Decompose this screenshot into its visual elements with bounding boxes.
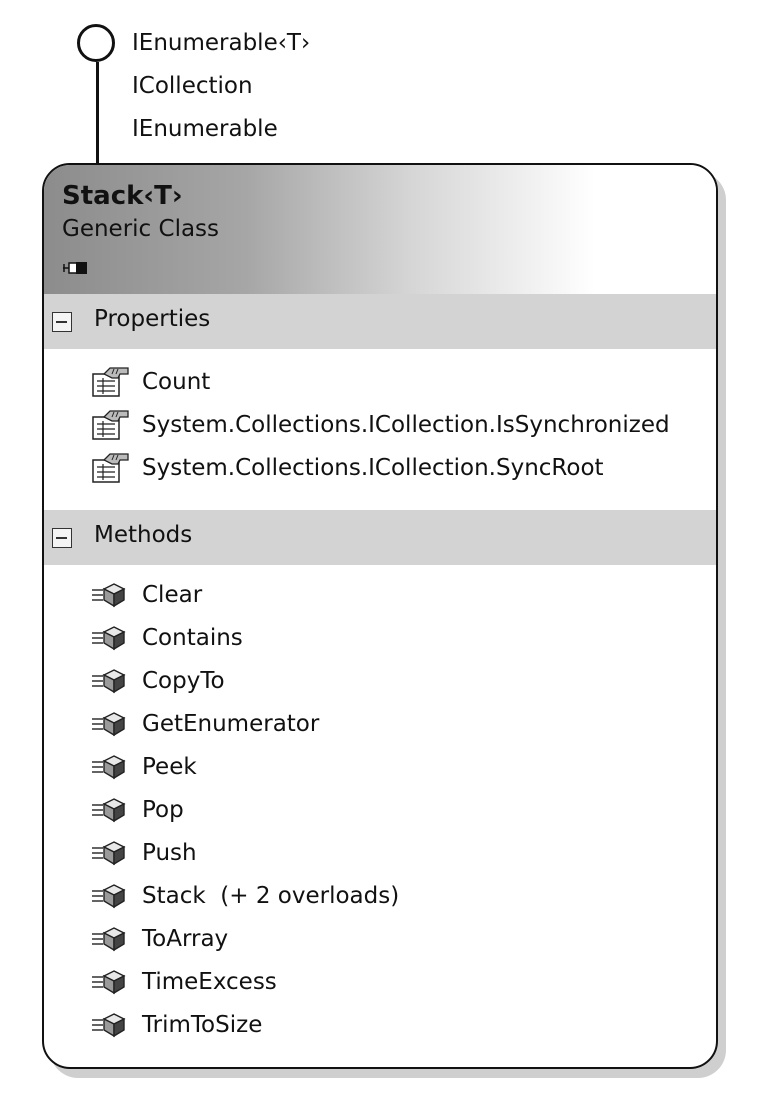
method-label: Clear	[142, 581, 203, 608]
interface-label: IEnumerable‹T›	[132, 30, 311, 56]
method-cube-icon	[92, 884, 126, 909]
method-cube-icon	[92, 970, 126, 995]
method-label: TrimToSize	[142, 1011, 263, 1038]
methods-section-header[interactable]: Methods	[44, 510, 716, 565]
class-kind: Generic Class	[62, 216, 220, 242]
method-label: TimeExcess	[142, 968, 277, 995]
method-label: Contains	[142, 624, 243, 651]
method-item[interactable]: TrimToSize	[90, 1007, 262, 1043]
method-item[interactable]: Contains	[90, 620, 243, 656]
properties-section-header[interactable]: Properties	[44, 294, 716, 349]
interface-connector-line	[96, 62, 99, 166]
class-name: Stack‹T›	[62, 181, 183, 211]
method-cube-icon	[92, 626, 126, 651]
method-label: Pop	[142, 796, 184, 823]
method-item[interactable]: Push	[90, 835, 197, 871]
method-label: Stack (+ 2 overloads)	[142, 882, 400, 909]
method-label: GetEnumerator	[142, 710, 320, 737]
method-cube-icon	[92, 927, 126, 952]
method-cube-icon	[92, 1013, 126, 1038]
method-cube-icon	[92, 583, 126, 608]
interface-label: IEnumerable	[132, 116, 278, 142]
property-label: System.Collections.ICollection.IsSynchro…	[142, 411, 670, 438]
interface-label: ICollection	[132, 73, 253, 99]
method-item[interactable]: CopyTo	[90, 663, 225, 699]
method-cube-icon	[92, 841, 126, 866]
method-label: ToArray	[142, 925, 229, 952]
method-item[interactable]: Pop	[90, 792, 184, 828]
method-label: Peek	[142, 753, 197, 780]
method-cube-icon	[92, 798, 126, 823]
property-label: System.Collections.ICollection.SyncRoot	[142, 454, 604, 481]
method-cube-icon	[92, 669, 126, 694]
interface-lollipop-icon	[77, 24, 115, 62]
method-item[interactable]: Peek	[90, 749, 197, 785]
property-item[interactable]: Count	[90, 364, 210, 400]
minus-box-icon[interactable]	[52, 312, 72, 332]
method-label: Push	[142, 839, 197, 866]
method-cube-icon	[92, 712, 126, 737]
class-header[interactable]: Stack‹T› Generic Class	[44, 165, 716, 294]
property-item[interactable]: System.Collections.ICollection.SyncRoot	[90, 450, 604, 486]
class-box[interactable]: Stack‹T› Generic Class Properties Count	[42, 163, 718, 1069]
method-item[interactable]: GetEnumerator	[90, 706, 319, 742]
collapse-class-icon[interactable]	[62, 261, 90, 275]
property-hand-icon	[92, 453, 129, 483]
method-item[interactable]: ToArray	[90, 921, 228, 957]
method-item[interactable]: TimeExcess	[90, 964, 277, 1000]
method-item[interactable]: Stack (+ 2 overloads)	[90, 878, 399, 914]
property-label: Count	[142, 368, 211, 395]
property-hand-icon	[92, 410, 129, 440]
method-item[interactable]: Clear	[90, 577, 202, 613]
methods-section-label: Methods	[94, 522, 193, 548]
method-cube-icon	[92, 755, 126, 780]
minus-box-icon[interactable]	[52, 528, 72, 548]
property-item[interactable]: System.Collections.ICollection.IsSynchro…	[90, 407, 670, 443]
method-label: CopyTo	[142, 667, 225, 694]
properties-section-label: Properties	[94, 306, 211, 332]
property-hand-icon	[92, 367, 129, 397]
